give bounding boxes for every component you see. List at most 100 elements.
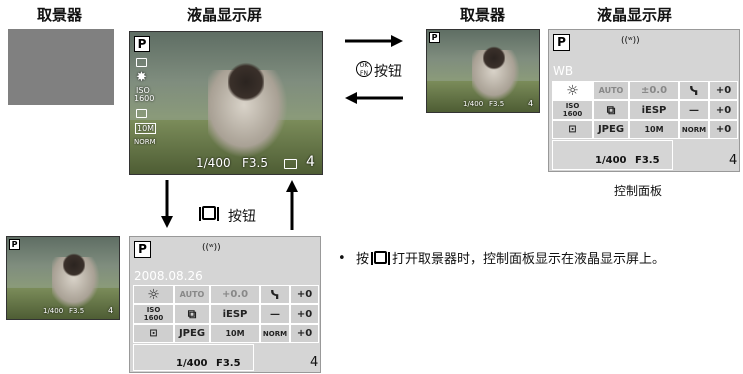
dash-cell[interactable]: — — [679, 100, 709, 120]
quality-label: NORM — [134, 138, 156, 146]
iso-value: 1600 — [134, 94, 155, 103]
disp-icon — [374, 251, 388, 264]
note-bullet: • — [338, 251, 346, 266]
panel-title: WB — [553, 64, 574, 78]
ok-button-label: 按钮 — [374, 64, 402, 80]
auto-cell[interactable]: AUTO — [593, 81, 629, 100]
shutter-value: 1/400 — [196, 156, 231, 170]
shutter-value: 1/400 — [176, 358, 208, 369]
card-icon — [284, 159, 297, 169]
header-viewfinder-left: 取景器 — [37, 6, 83, 24]
shots-remaining: 4 — [729, 153, 738, 168]
disp-bar-right — [388, 252, 391, 265]
small-view-bottom: P 1/400 F3.5 4 — [6, 236, 120, 320]
saturation-cell[interactable]: +0 — [709, 100, 738, 120]
drive-icon[interactable]: ⧉ — [593, 100, 629, 120]
rgb-cell[interactable]: +0 — [709, 81, 738, 100]
flash-icon[interactable]: ᓭ — [260, 285, 290, 304]
wb-sun-icon[interactable]: ☼ — [133, 285, 174, 304]
format-cell[interactable]: JPEG — [593, 120, 629, 139]
shutter-value: 1/400 — [463, 100, 484, 108]
aperture-value: F3.5 — [216, 358, 241, 369]
metering-icon[interactable]: ⊡ — [552, 120, 593, 139]
iso-value: 1600 — [143, 314, 164, 322]
arrow-right — [345, 35, 403, 47]
format-cell[interactable]: JPEG — [174, 324, 210, 343]
size-label: 10M — [135, 123, 157, 134]
disp-button — [199, 206, 219, 223]
aperture-value: F3.5 — [242, 156, 268, 170]
control-panel-a: P ((ʷ)) WB ☼ AUTO ±0.0 ᓭ +0 ISO 1600 ⧉ i… — [548, 29, 740, 172]
subject-hair — [228, 62, 264, 102]
control-panel-b: P ((ʷ)) 2008.08.26 ☼ AUTO +0.0 ᓭ +0 ISO … — [129, 236, 321, 373]
exposure-box — [552, 140, 673, 170]
shots-remaining: 4 — [108, 306, 114, 315]
drive-icon — [136, 58, 147, 67]
iso-cell[interactable]: ISO 1600 — [133, 304, 174, 324]
shots-remaining: 4 — [306, 154, 315, 170]
aperture-value: F3.5 — [489, 100, 505, 108]
mode-badge: P — [134, 36, 150, 52]
aperture-value: F3.5 — [635, 155, 660, 166]
stabilizer-icon: ((ʷ)) — [621, 36, 640, 46]
small-view-top: P 1/400 F3.5 4 — [426, 29, 540, 113]
shutter-value: 1/400 — [43, 307, 64, 315]
date-label: 2008.08.26 — [134, 269, 203, 283]
norm-cell[interactable]: NORM — [260, 324, 290, 343]
contrast-cell[interactable]: +0 — [290, 324, 319, 343]
mode-badge: P — [553, 34, 570, 51]
disp-button-label: 按钮 — [228, 209, 256, 225]
aperture-value: F3.5 — [69, 307, 85, 315]
contrast-cell[interactable]: +0 — [709, 120, 738, 139]
iso-label: ISO — [146, 306, 161, 314]
mode-badge: P — [9, 239, 20, 250]
norm-cell[interactable]: NORM — [679, 120, 709, 139]
arrow-left — [345, 92, 403, 104]
viewfinder-blank — [8, 29, 114, 105]
wb-sun-icon[interactable]: ☼ — [552, 81, 593, 100]
flash-icon[interactable]: ᓭ — [679, 81, 709, 100]
live-view-screen: P ✸ ISO 1600 10M NORM 1/400 F3.5 4 — [129, 31, 323, 175]
disp-bar-left — [199, 207, 201, 221]
iso-label: ISO — [565, 102, 580, 110]
metering-cell[interactable]: iESP — [210, 304, 260, 324]
ev-cell[interactable]: +0.0 — [210, 285, 260, 304]
stabilizer-icon: ((ʷ)) — [202, 243, 221, 253]
auto-cell[interactable]: AUTO — [174, 285, 210, 304]
shots-remaining: 4 — [310, 355, 319, 370]
subject-hair — [63, 253, 85, 277]
metering-icon — [136, 109, 147, 118]
drive-icon[interactable]: ⧉ — [174, 304, 210, 324]
exposure-box — [133, 344, 254, 371]
disp-bar-right — [217, 207, 219, 221]
size-cell[interactable]: 10M — [629, 120, 679, 139]
metering-icon[interactable]: ⊡ — [133, 324, 174, 343]
ev-cell[interactable]: ±0.0 — [629, 81, 679, 100]
arrow-up — [286, 180, 298, 230]
note-text: 按 打开取景器时，控制面板显示在液晶显示屏上。 — [356, 250, 726, 269]
shots-remaining: 4 — [528, 99, 534, 108]
disp-icon — [202, 206, 216, 220]
metering-cell[interactable]: iESP — [629, 100, 679, 120]
shutter-value: 1/400 — [595, 155, 627, 166]
wb-sun-icon: ✸ — [136, 70, 147, 85]
note-text-before: 按 — [356, 252, 370, 267]
header-lcd-right: 液晶显示屏 — [597, 6, 673, 24]
saturation-cell[interactable]: +0 — [290, 304, 319, 324]
header-viewfinder-right: 取景器 — [460, 6, 506, 24]
arrow-down — [161, 180, 173, 228]
dash-cell[interactable]: — — [260, 304, 290, 324]
size-cell[interactable]: 10M — [210, 324, 260, 343]
iso-label: ISO — [136, 86, 150, 95]
header-lcd-left: 液晶显示屏 — [187, 6, 263, 24]
iso-cell[interactable]: ISO 1600 — [552, 100, 593, 120]
disp-bar-left — [371, 252, 374, 265]
control-panel-caption: 控制面板 — [614, 184, 663, 198]
rgb-cell[interactable]: +0 — [290, 285, 319, 304]
mode-badge: P — [134, 241, 151, 258]
note-text-after: 打开取景器时，控制面板显示在液晶显示屏上。 — [392, 252, 666, 267]
mode-badge: P — [429, 32, 440, 43]
iso-value: 1600 — [562, 110, 583, 118]
subject-hair — [483, 46, 505, 70]
